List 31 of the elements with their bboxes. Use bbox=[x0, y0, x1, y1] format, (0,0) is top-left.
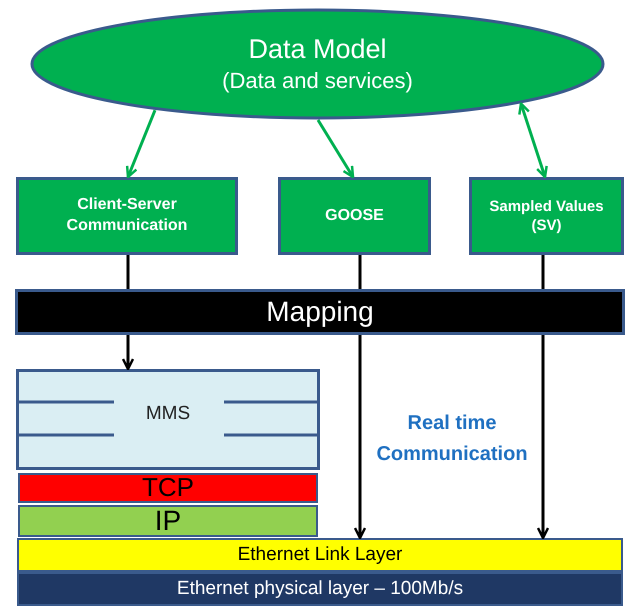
connector-line bbox=[358, 255, 362, 289]
node-title: Sampled Values (SV) bbox=[488, 196, 605, 236]
arrow bbox=[536, 335, 550, 540]
protocol-layer bbox=[17, 572, 623, 606]
arrow bbox=[316, 119, 354, 178]
protocol-layer bbox=[17, 538, 623, 572]
protocol-layer bbox=[16, 369, 320, 470]
process-box bbox=[469, 177, 624, 255]
process-box bbox=[16, 177, 238, 255]
connector-line bbox=[126, 255, 130, 289]
node-title: Ethernet Link Layer bbox=[236, 542, 404, 567]
process-box bbox=[278, 177, 431, 255]
node-title: MMS bbox=[144, 402, 192, 426]
arrow bbox=[122, 335, 134, 370]
arrow bbox=[518, 102, 548, 178]
connector-line bbox=[542, 255, 544, 289]
annotation-text: Real time Communication bbox=[375, 411, 529, 467]
node-title: TCP bbox=[141, 471, 195, 504]
protocol-layer bbox=[18, 473, 318, 503]
arrow bbox=[354, 335, 366, 540]
protocol-layer bbox=[18, 505, 318, 537]
node-title: Client-Server Communication bbox=[66, 195, 188, 236]
arrow bbox=[126, 110, 156, 178]
node-subtitle: (Data and services) bbox=[221, 67, 414, 96]
mapping-bar bbox=[15, 289, 625, 335]
node-title: Ethernet physical layer – 100Mb/s bbox=[176, 576, 464, 601]
node-title: IP bbox=[154, 504, 182, 538]
node-title: Mapping bbox=[265, 294, 375, 329]
data-model-ellipse bbox=[30, 8, 605, 120]
node-title: GOOSE bbox=[324, 206, 385, 226]
node-title: Data Model bbox=[247, 33, 388, 66]
